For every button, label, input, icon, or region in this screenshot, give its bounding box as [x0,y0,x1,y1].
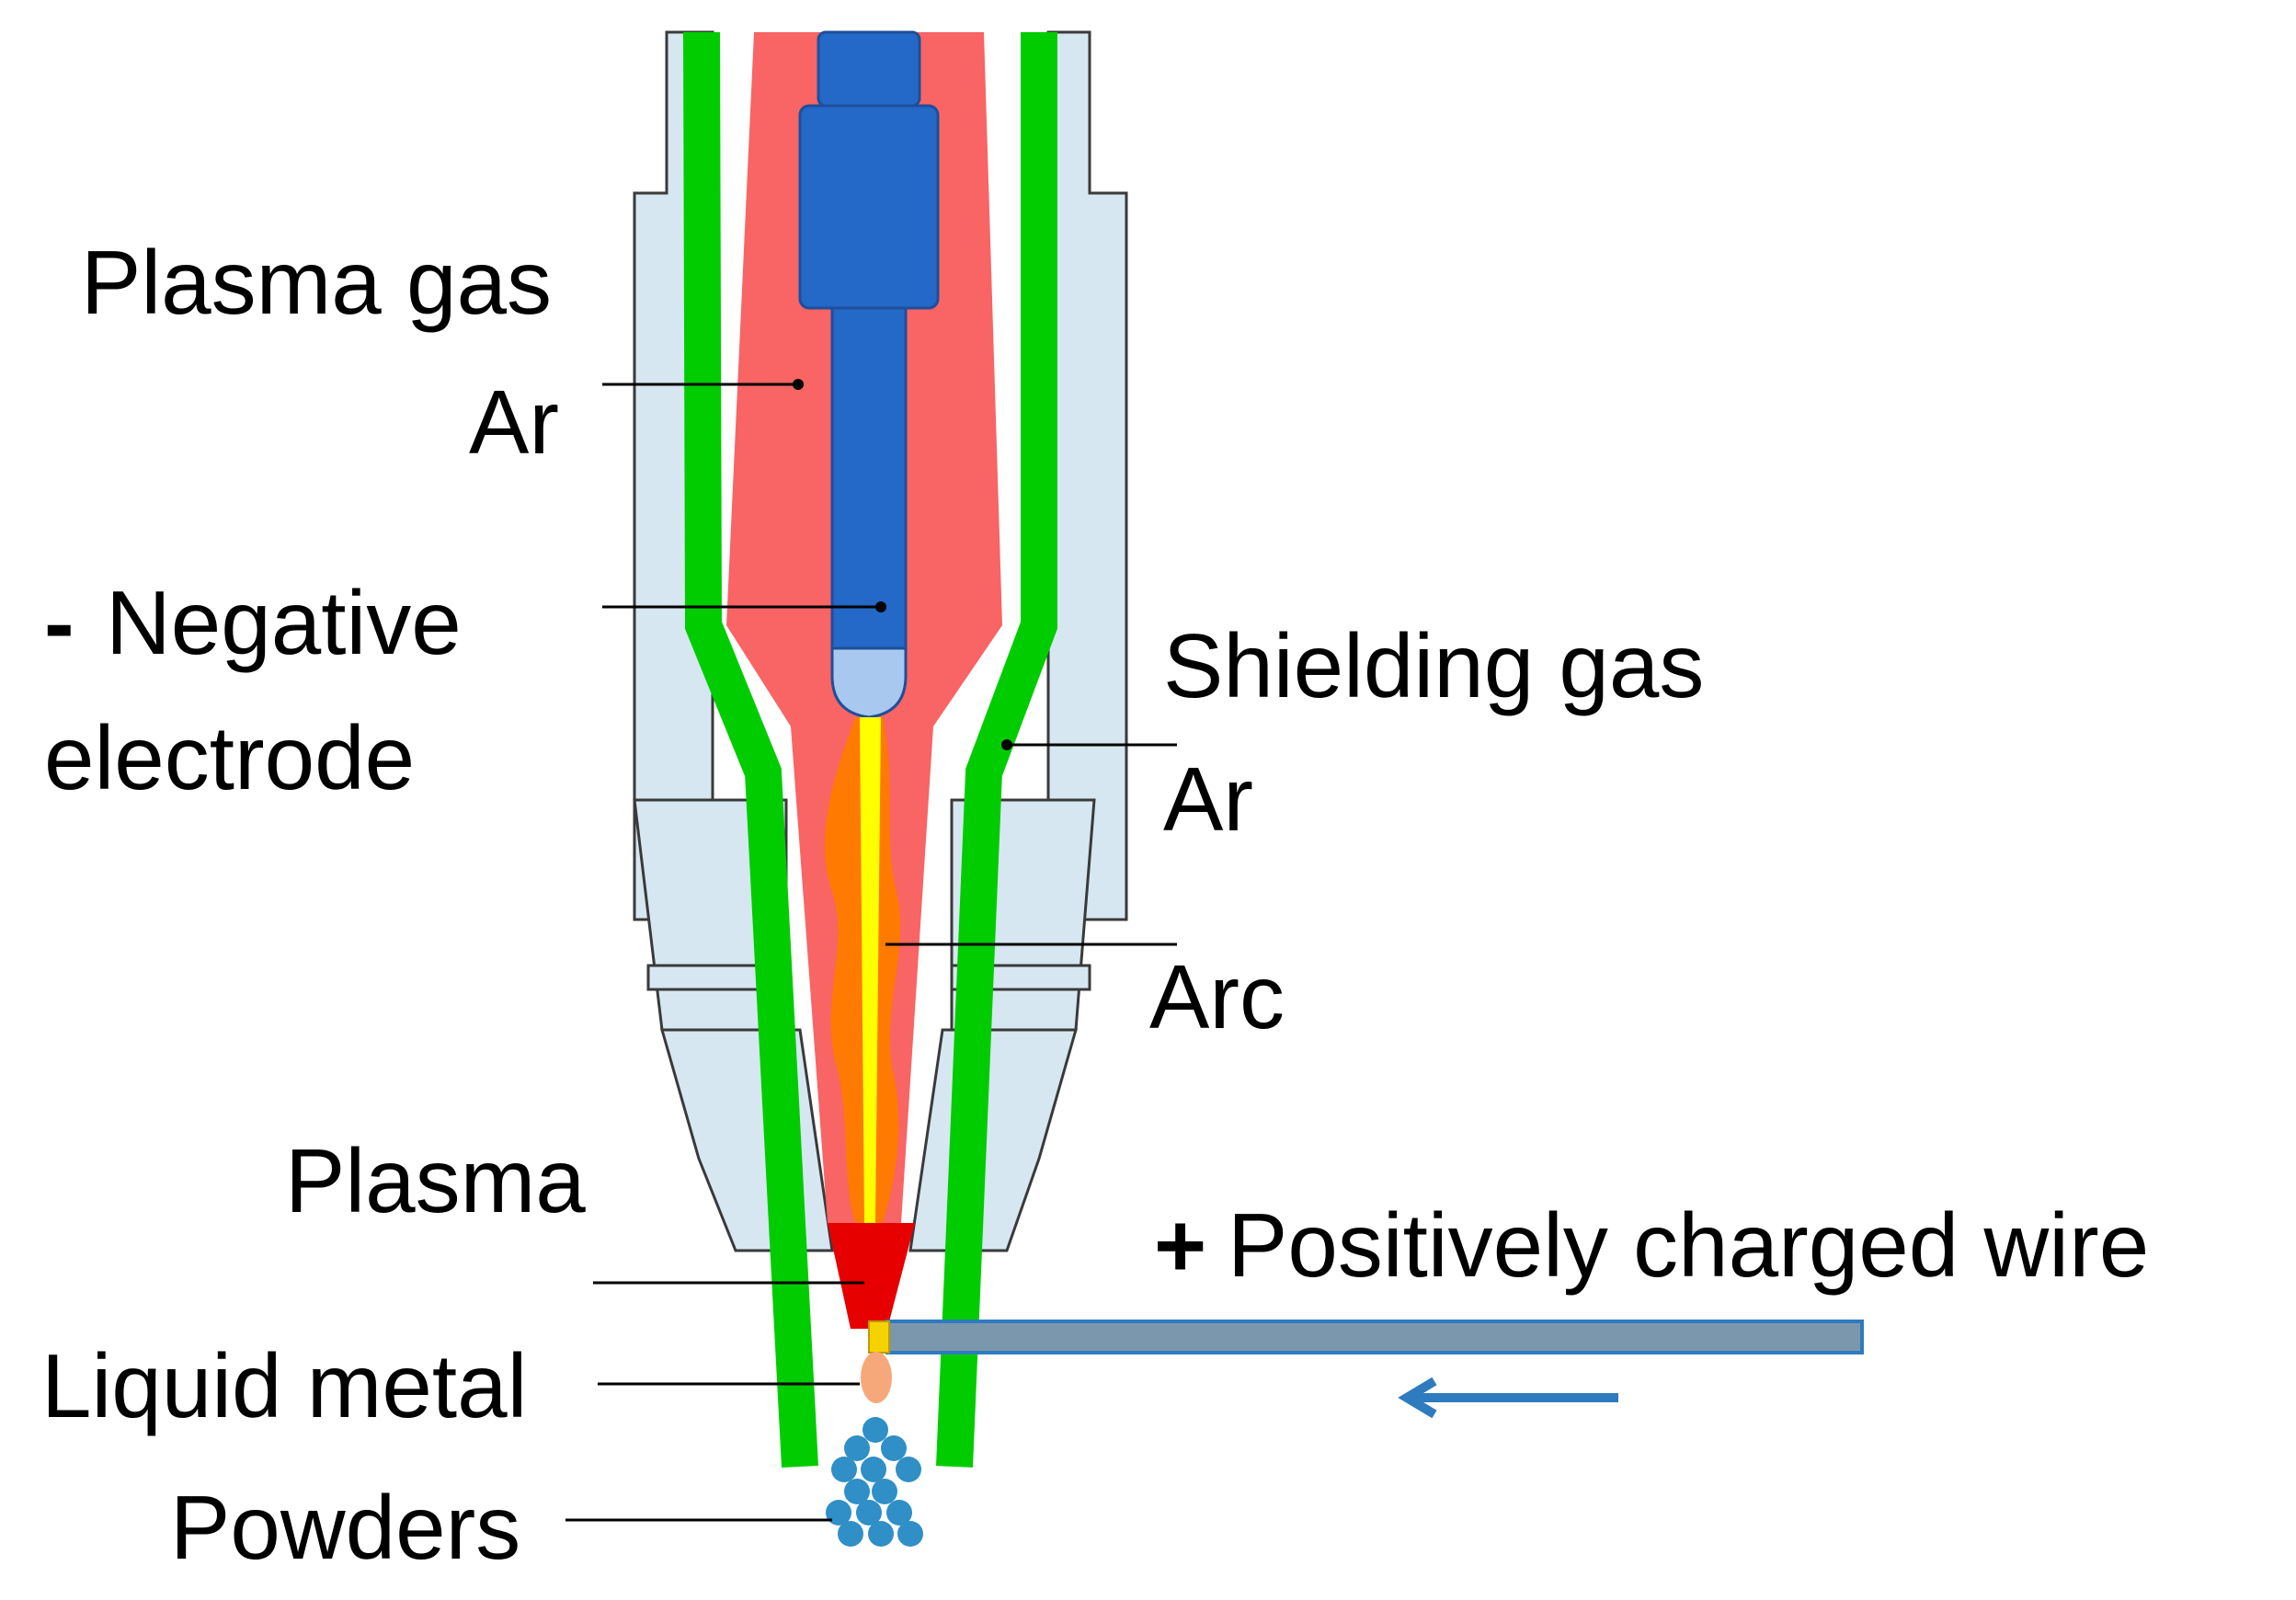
leader-shielding-gas-dot [1001,739,1012,750]
electrode-tip [830,646,908,719]
label-arc: Arc [1149,946,1285,1047]
powder-particle [831,1457,857,1482]
wire-tip [868,1320,890,1354]
shielding-gas-tube-left [683,31,818,1469]
powder-particle [881,1435,907,1461]
label-negative: Negative [106,572,462,673]
leader-plasma-gas-dot [793,379,804,390]
label-shielding-gas-ar: Ar [1163,749,1253,850]
electrode-rod [830,306,908,650]
powder-particle [896,1457,921,1482]
powder-particle [861,1457,886,1482]
powder-particle [872,1479,897,1504]
powder-particle [844,1479,870,1504]
powder-particle [862,1417,888,1443]
left-arrow-icon [1398,1377,1618,1419]
positively-charged-wire [868,1320,1864,1354]
powder-particle [844,1435,870,1461]
powder-particles [826,1417,923,1547]
shielding-gas-tube-right [936,32,1057,1468]
label-plasma-gas: Plasma gas [81,232,553,333]
label-plasma-gas-ar: Ar [469,371,559,473]
housing-upper-right [1046,30,1128,921]
arrow-head [1398,1377,1437,1419]
label-electrode: electrode [44,707,416,808]
negative-sign: - [44,572,74,673]
leader-electrode-dot [875,601,886,612]
wire-rod [885,1320,1864,1354]
powder-particle [868,1521,894,1547]
plasma-cone [828,1223,915,1329]
powder-particle [856,1500,882,1526]
label-positively-charged-wire: Positively charged wire [1228,1194,2150,1296]
label-shielding-gas: Shielding gas [1163,615,1705,716]
powder-particle [897,1521,923,1547]
negative-electrode [798,30,940,719]
arc [824,717,901,1223]
nozzle-right [908,1028,1078,1252]
leader-lines [565,379,1177,1522]
nozzle-left [660,1028,834,1252]
powder-particle [838,1521,863,1547]
label-powders: Powders [170,1477,521,1578]
liquid-metal-droplet [861,1352,892,1403]
label-liquid-metal: Liquid metal [41,1335,528,1436]
arc-core [860,717,881,1223]
electrode-top-cap [817,30,921,108]
electrode-upper-body [798,104,940,310]
powder-particle [886,1500,912,1526]
positive-sign: + [1154,1194,1207,1296]
label-plasma: Plasma [285,1130,586,1231]
